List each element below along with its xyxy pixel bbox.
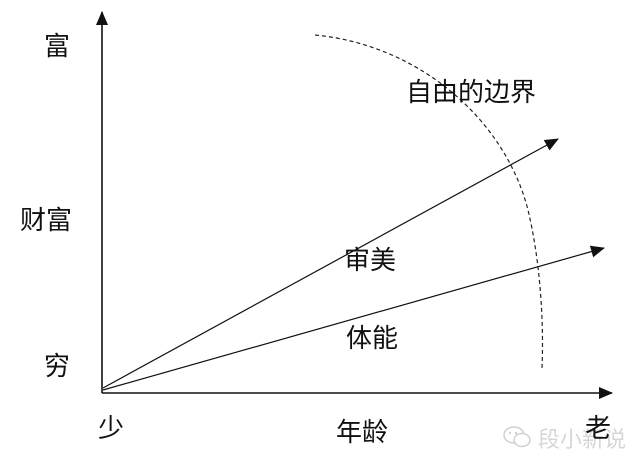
y-axis-bottom-label: 穷: [44, 352, 71, 382]
y-axis-top-label: 富: [44, 32, 71, 62]
aesthetics-arrow: [102, 138, 559, 389]
y-axis-label: 财富: [20, 206, 73, 236]
x-axis-right-label: 老: [585, 414, 612, 444]
freedom-boundary-label: 自由的边界: [406, 78, 537, 108]
x-axis-label: 年龄: [336, 418, 389, 448]
x-axis-left-label: 少: [98, 414, 125, 444]
freedom-boundary-arc: [314, 34, 544, 369]
watermark-text: 段小新说: [538, 428, 627, 453]
wechat-icon: [503, 426, 531, 448]
physical-label: 体能: [346, 324, 399, 354]
physical-arrow: [102, 245, 605, 391]
aesthetics-label: 审美: [344, 246, 397, 276]
